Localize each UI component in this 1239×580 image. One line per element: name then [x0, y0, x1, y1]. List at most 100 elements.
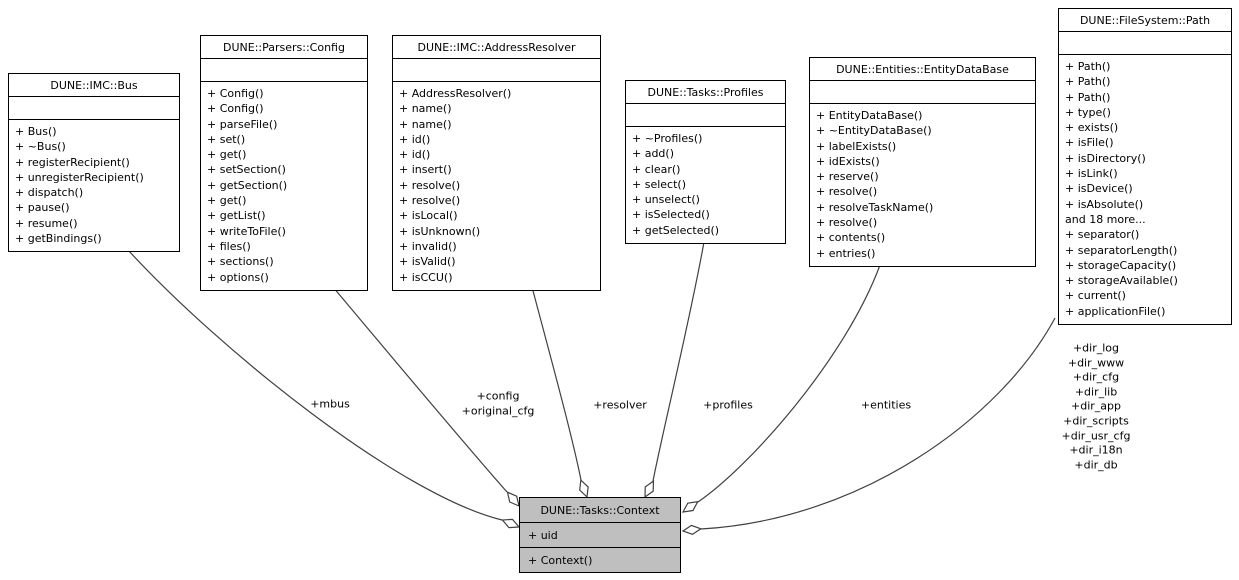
method: + writeToFile(): [207, 224, 286, 238]
edge-label-mbus: +mbus: [310, 397, 350, 411]
method: + isDevice(): [1065, 182, 1133, 196]
method: + contents(): [816, 231, 886, 245]
method: + getSelected(): [632, 223, 720, 237]
method-ellipsis: and 18 more...: [1065, 212, 1146, 226]
class-attributes-empty: [626, 104, 785, 127]
method: + Context(): [528, 554, 593, 567]
method: + idExists(): [816, 154, 880, 168]
method: + Config(): [207, 102, 264, 116]
method: + insert(): [399, 163, 452, 177]
method: + get(): [207, 148, 247, 162]
method: + getList(): [207, 209, 266, 223]
class-title: DUNE::Tasks::Profiles: [626, 81, 785, 104]
edge-entities: [697, 264, 881, 503]
method: + id(): [399, 132, 431, 146]
method: + getBindings(): [15, 232, 102, 246]
method: + resolve(): [399, 178, 461, 192]
method: + storageCapacity(): [1065, 258, 1177, 272]
method: + set(): [207, 132, 246, 146]
method: + unregisterRecipient(): [15, 170, 144, 184]
edge-profiles: [652, 241, 705, 482]
class-methods: + Bus() + ~Bus() + registerRecipient() +…: [9, 120, 179, 251]
class-methods: + Path() + Path() + Path() + type() + ex…: [1059, 55, 1231, 324]
method: + pause(): [15, 201, 70, 215]
edge-config: [332, 286, 508, 493]
class-box-address-resolver[interactable]: DUNE::IMC::AddressResolver + AddressReso…: [392, 35, 601, 291]
class-methods: + EntityDataBase() + ~EntityDataBase() +…: [810, 104, 1035, 266]
class-attributes-empty: [810, 81, 1035, 104]
class-box-bus[interactable]: DUNE::IMC::Bus + Bus() + ~Bus() + regist…: [8, 73, 180, 253]
method: + isCCU(): [399, 270, 453, 284]
method: + invalid(): [399, 239, 457, 253]
edge-label-path-dirs: +dir_log +dir_www +dir_cfg +dir_lib +dir…: [1061, 341, 1131, 472]
edge-label-profiles: +profiles: [703, 398, 753, 412]
method: + reserve(): [816, 170, 879, 184]
class-attributes-empty: [1059, 32, 1231, 55]
method: + applicationFile(): [1065, 304, 1166, 318]
class-box-config[interactable]: DUNE::Parsers::Config + Config() + Confi…: [200, 35, 368, 291]
class-box-entity-database[interactable]: DUNE::Entities::EntityDataBase + EntityD…: [809, 57, 1036, 267]
method: + separatorLength(): [1065, 243, 1178, 257]
class-attribute: + uid: [520, 523, 680, 548]
class-attributes-empty: [393, 59, 600, 82]
class-attributes-empty: [201, 59, 367, 82]
method: + EntityDataBase(): [816, 109, 923, 122]
method: + labelExists(): [816, 139, 897, 153]
method: + files(): [207, 239, 251, 253]
method: + ~Bus(): [15, 140, 66, 154]
method: + clear(): [632, 162, 681, 176]
method: + AddressResolver(): [399, 87, 512, 100]
method: + parseFile(): [207, 117, 278, 131]
class-attributes-empty: [9, 97, 179, 120]
method: + isUnknown(): [399, 224, 481, 238]
method: + getSection(): [207, 178, 288, 192]
class-title: DUNE::Tasks::Context: [520, 498, 680, 523]
method: + isValid(): [399, 255, 456, 269]
class-title: DUNE::FileSystem::Path: [1059, 9, 1231, 32]
method: + isLink(): [1065, 167, 1118, 181]
method: + isDirectory(): [1065, 151, 1146, 165]
class-methods: + Config() + Config() + parseFile() + se…: [201, 82, 367, 290]
edge-resolver: [531, 286, 582, 481]
class-box-path[interactable]: DUNE::FileSystem::Path + Path() + Path()…: [1058, 8, 1232, 326]
method: + id(): [399, 148, 431, 162]
aggregation-diamond: [579, 478, 589, 499]
class-title: DUNE::IMC::AddressResolver: [393, 36, 600, 59]
edge-label-entities: +entities: [860, 398, 912, 412]
method: + Path(): [1065, 75, 1111, 89]
class-title: DUNE::Parsers::Config: [201, 36, 367, 59]
class-title: DUNE::IMC::Bus: [9, 74, 179, 97]
method: + sections(): [207, 255, 274, 269]
method: + name(): [399, 117, 452, 131]
class-methods: + AddressResolver() + name() + name() + …: [393, 82, 600, 290]
method: + registerRecipient(): [15, 155, 130, 169]
method: + unselect(): [632, 193, 700, 207]
method: + options(): [207, 270, 269, 284]
aggregation-diamond: [644, 479, 655, 499]
method: + setSection(): [207, 163, 286, 177]
method: + resolveTaskName(): [816, 200, 934, 214]
class-box-profiles[interactable]: DUNE::Tasks::Profiles + ~Profiles() + ad…: [625, 80, 786, 245]
method: + Path(): [1065, 60, 1111, 73]
aggregation-diamond: [501, 518, 521, 529]
method: + isSelected(): [632, 208, 710, 222]
aggregation-diamond: [506, 491, 520, 508]
method: + resolve(): [816, 216, 878, 230]
aggregation-diamond: [681, 500, 699, 513]
method: + type(): [1065, 105, 1111, 119]
method: + resolve(): [816, 185, 878, 199]
edge-label-resolver: +resolver: [593, 398, 647, 412]
method: + isFile(): [1065, 136, 1114, 150]
method: + ~EntityDataBase(): [816, 124, 932, 138]
method: + current(): [1065, 289, 1126, 303]
method: + storageAvailable(): [1065, 274, 1178, 288]
method: + exists(): [1065, 121, 1119, 135]
method: + resume(): [15, 216, 78, 230]
class-box-context[interactable]: DUNE::Tasks::Context + uid + Context(): [519, 497, 681, 573]
edge-label-config: +config +original_cfg: [461, 389, 535, 417]
method: + name(): [399, 102, 452, 116]
method: + add(): [632, 147, 675, 161]
method: + entries(): [816, 246, 876, 260]
method: + Bus(): [15, 125, 57, 138]
